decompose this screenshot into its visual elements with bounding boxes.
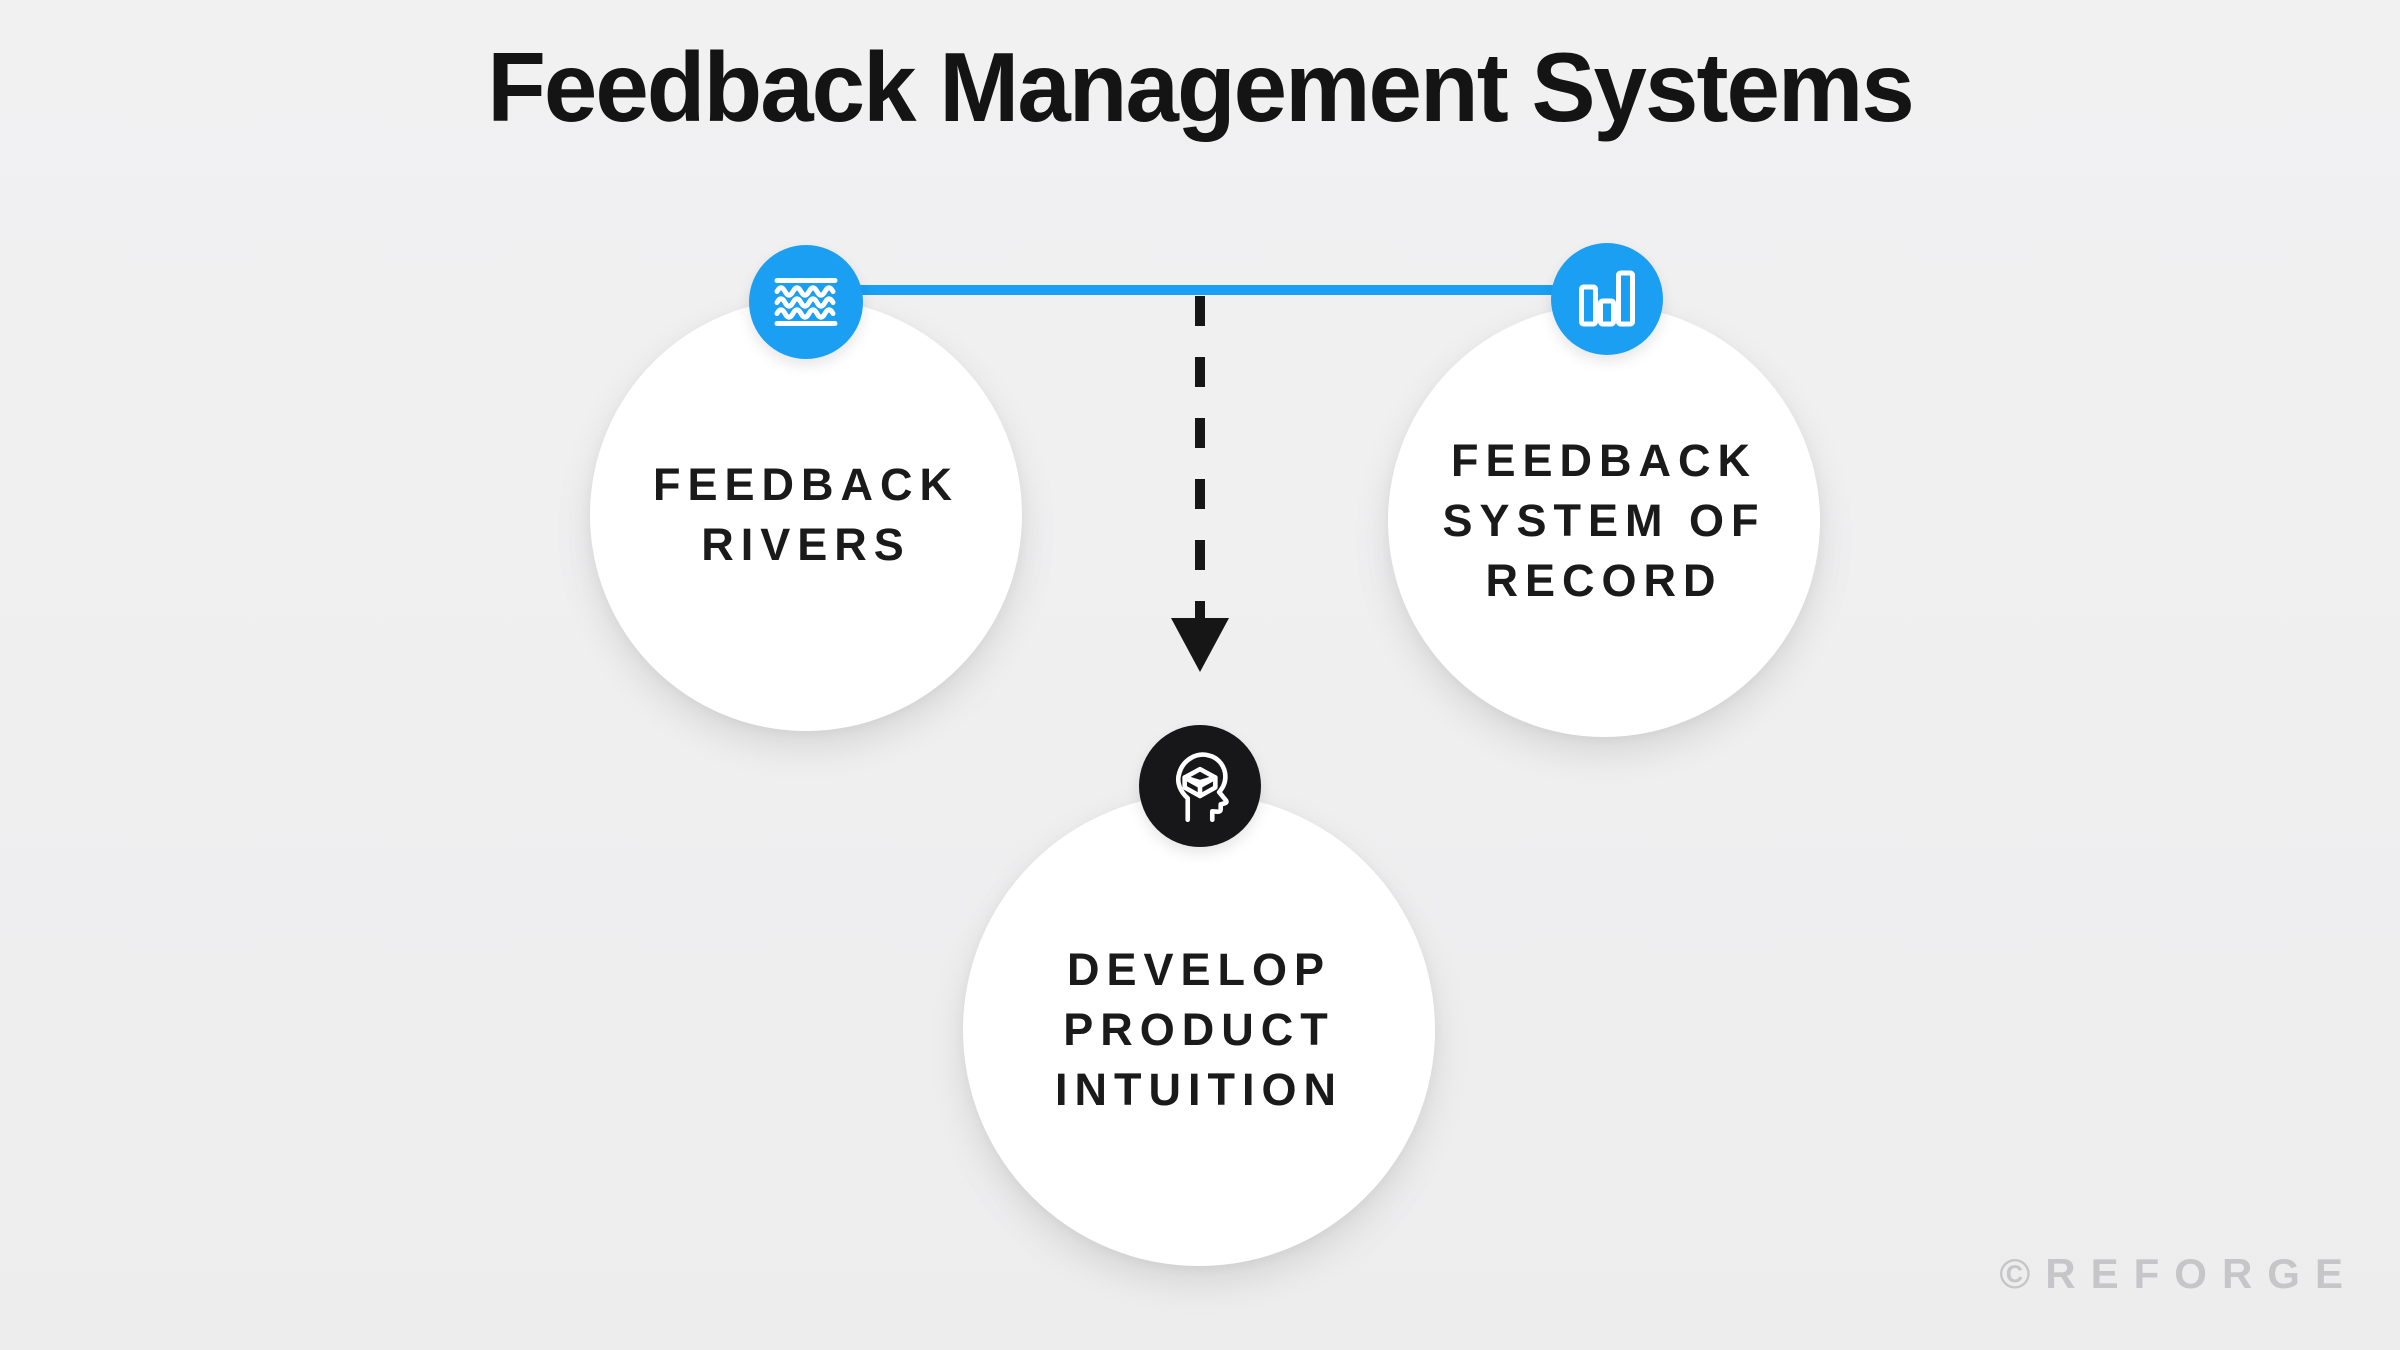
node-label-feedback-system-of-record: FEEDBACK SYSTEM OF RECORD: [1442, 431, 1765, 611]
node-label-line: PRODUCT: [1063, 1004, 1335, 1055]
head-package-icon: [1175, 752, 1229, 823]
connector-line: [806, 285, 1607, 295]
node-label-line: RECORD: [1485, 555, 1723, 606]
node-label-line: SYSTEM OF: [1442, 495, 1766, 546]
head-package-icon-badge: [1139, 725, 1261, 847]
page-title: Feedback Management Systems: [487, 32, 1915, 142]
arrowhead-icon: [1171, 618, 1229, 672]
node-label-line: DEVELOP: [1066, 944, 1332, 995]
node-label-line: FEEDBACK: [652, 459, 959, 510]
waves-icon: [774, 278, 838, 326]
node-circle-feedback-system-of-record: FEEDBACK SYSTEM OF RECORD: [1388, 305, 1820, 737]
bar-chart-icon-badge: [1551, 243, 1663, 355]
watermark: ©REFORGE: [1999, 1250, 2358, 1297]
bar-chart-icon: [1579, 270, 1635, 327]
node-label-develop-product-intuition: DEVELOP PRODUCT INTUITION: [1055, 940, 1343, 1120]
node-circle-feedback-rivers: FEEDBACK RIVERS: [590, 299, 1022, 731]
dashed-arrow: [1171, 296, 1229, 672]
node-label-line: RIVERS: [701, 519, 911, 570]
node-circle-develop-product-intuition: DEVELOP PRODUCT INTUITION: [963, 794, 1435, 1266]
waves-icon-badge: [749, 245, 863, 359]
node-label-line: FEEDBACK: [1450, 435, 1757, 486]
node-label-line: INTUITION: [1055, 1064, 1343, 1115]
node-label-feedback-rivers: FEEDBACK RIVERS: [653, 455, 959, 575]
